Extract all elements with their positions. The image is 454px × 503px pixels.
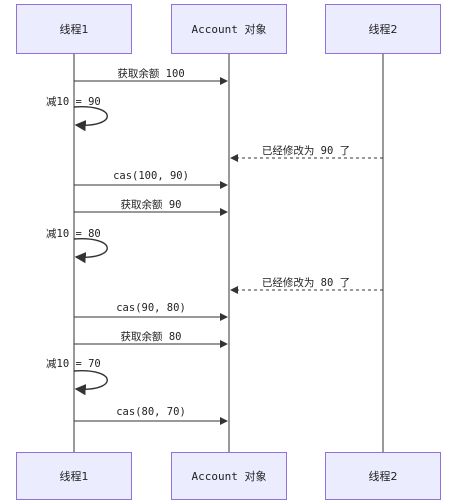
label-modified-80: 已经修改为 80 了 xyxy=(261,277,351,289)
label-minus10-90: 减10 = 90 xyxy=(46,96,101,108)
label-get-balance-90: 获取余额 90 xyxy=(120,199,182,211)
participant-thread1-top: 线程1 xyxy=(16,4,132,54)
participant-account-bottom: Account 对象 xyxy=(171,452,287,500)
label-cas-80-70: cas(80, 70) xyxy=(116,406,186,418)
label-cas-100-90: cas(100, 90) xyxy=(113,170,189,182)
self-loop-70 xyxy=(73,370,108,396)
participant-thread2-bottom: 线程2 xyxy=(325,452,441,500)
label-modified-90: 已经修改为 90 了 xyxy=(261,145,351,157)
label-cas-90-80: cas(90, 80) xyxy=(116,302,186,314)
label-get-balance-100: 获取余额 100 xyxy=(117,68,185,80)
self-loop-90 xyxy=(73,106,108,132)
label-minus10-70: 减10 = 70 xyxy=(46,358,101,370)
participant-thread2-top: 线程2 xyxy=(325,4,441,54)
label-minus10-80: 减10 = 80 xyxy=(46,228,101,240)
participant-thread1-bottom: 线程1 xyxy=(16,452,132,500)
self-loop-80 xyxy=(73,238,108,264)
participant-account-top: Account 对象 xyxy=(171,4,287,54)
label-get-balance-80: 获取余额 80 xyxy=(120,331,182,343)
